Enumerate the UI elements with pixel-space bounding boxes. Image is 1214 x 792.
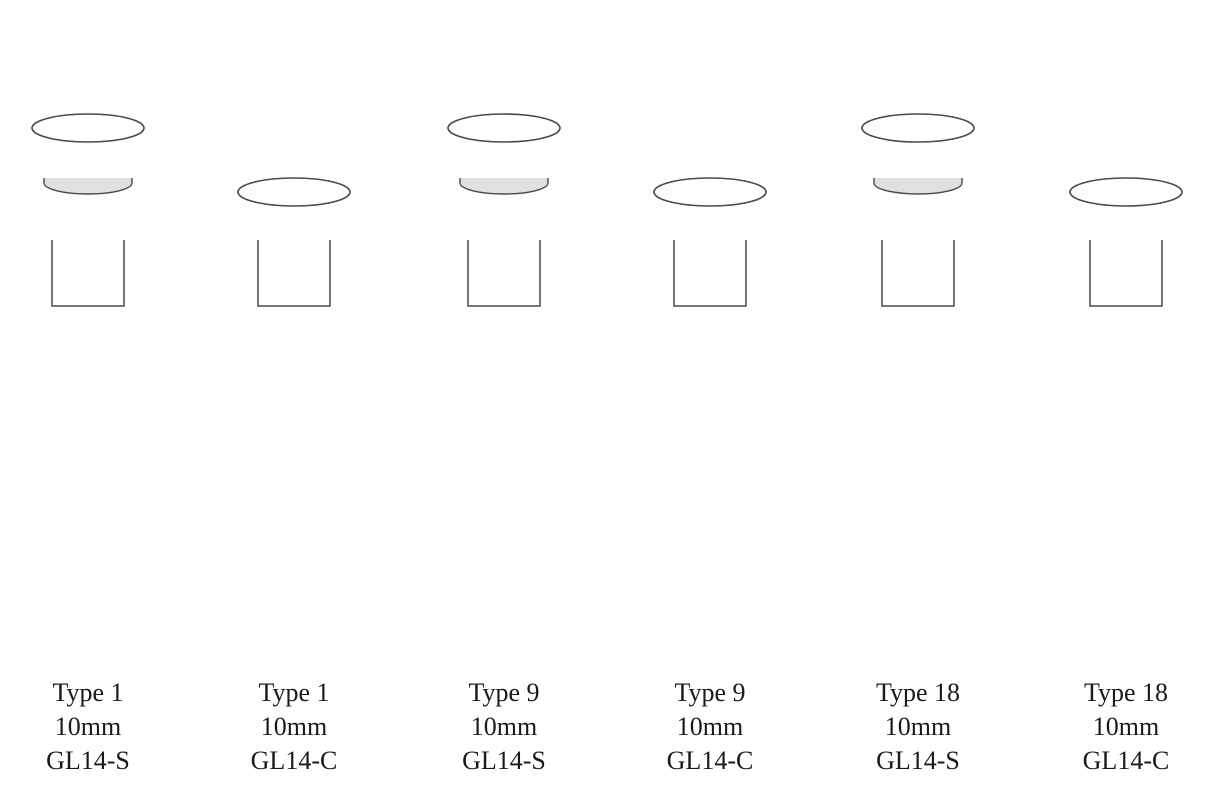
cuvette-body-icon bbox=[673, 240, 747, 307]
cuvette-body-icon bbox=[257, 240, 331, 307]
septum-icon bbox=[873, 178, 963, 195]
path-length-label: 10mm bbox=[260, 712, 328, 741]
cuvette-body-icon bbox=[1089, 240, 1163, 307]
cap-model-label: GL14-S bbox=[46, 746, 130, 775]
septum-icon bbox=[459, 178, 549, 195]
cuvette-illustration bbox=[447, 113, 561, 307]
cuvette-type-label: Type 1 bbox=[52, 678, 124, 707]
cap-model-label: GL14-S bbox=[462, 746, 546, 775]
cuvette-illustration bbox=[1069, 177, 1183, 307]
cuvette-body-icon bbox=[881, 240, 955, 307]
cuvette-body-icon bbox=[51, 240, 125, 307]
path-length-label: 10mm bbox=[54, 712, 122, 741]
path-length-label: 10mm bbox=[1092, 712, 1160, 741]
cuvette-illustration bbox=[653, 177, 767, 307]
screw-cap-open-icon bbox=[447, 113, 561, 143]
cap-model-label: GL14-C bbox=[250, 746, 338, 775]
screw-cap-open-icon bbox=[861, 113, 975, 143]
screw-cap-closed-icon bbox=[237, 177, 351, 207]
septum-icon bbox=[43, 178, 133, 195]
cap-model-label: GL14-C bbox=[666, 746, 754, 775]
path-length-label: 10mm bbox=[884, 712, 952, 741]
cap-model-label: GL14-S bbox=[876, 746, 960, 775]
cuvette-illustration bbox=[237, 177, 351, 307]
cuvette-type-label: Type 18 bbox=[1083, 678, 1169, 707]
screw-cap-open-icon bbox=[31, 113, 145, 143]
cuvette-type-label: Type 18 bbox=[875, 678, 961, 707]
cap-model-label: GL14-C bbox=[1082, 746, 1170, 775]
cuvette-illustration bbox=[31, 113, 145, 307]
cuvette-type-label: Type 9 bbox=[674, 678, 746, 707]
path-length-label: 10mm bbox=[676, 712, 744, 741]
cuvette-illustration bbox=[861, 113, 975, 307]
path-length-label: 10mm bbox=[470, 712, 538, 741]
screw-cap-closed-icon bbox=[653, 177, 767, 207]
cuvette-type-label: Type 1 bbox=[258, 678, 330, 707]
cuvette-type-label: Type 9 bbox=[468, 678, 540, 707]
screw-cap-closed-icon bbox=[1069, 177, 1183, 207]
cuvette-body-icon bbox=[467, 240, 541, 307]
